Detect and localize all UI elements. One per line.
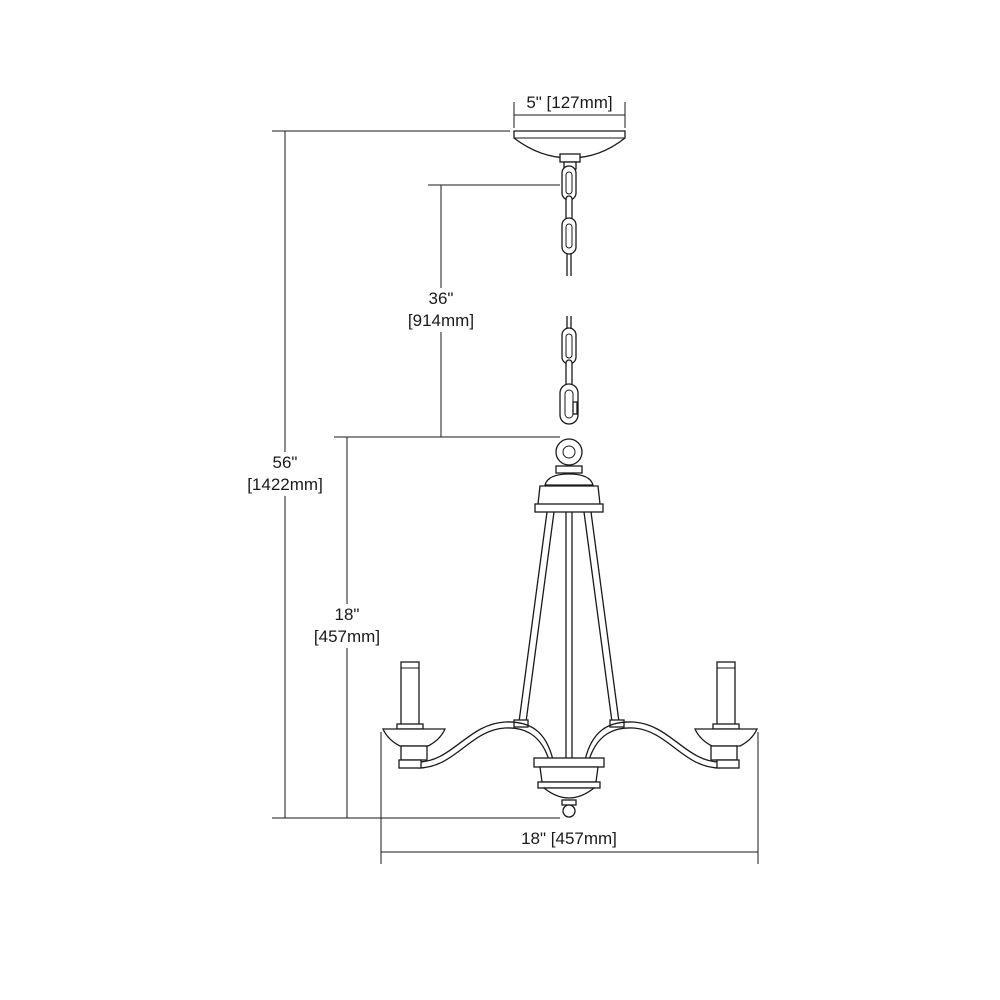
- canopy-width-text: 5" [127mm]: [526, 93, 613, 112]
- dimension-lines: [272, 102, 759, 864]
- chain-length-metric: [914mm]: [407, 311, 475, 330]
- chain-length-imperial: 36": [428, 289, 454, 308]
- canopy-width-label: 5" [127mm]: [514, 92, 625, 114]
- chain-length-label: 36" [914mm]: [396, 288, 486, 332]
- canopy: [513, 130, 626, 170]
- overall-height-metric: [1422mm]: [247, 475, 323, 494]
- left-candle-cup: [381, 661, 447, 769]
- fixture-center-body: [533, 757, 605, 818]
- fixture-height-imperial: 18": [334, 605, 360, 624]
- fixture-stems: [513, 511, 625, 758]
- fixture-height-label: 18" [457mm]: [302, 604, 392, 648]
- fixture-width-label: 18" [457mm]: [494, 828, 644, 850]
- right-candle-cup: [693, 661, 759, 769]
- upper-chain: [561, 165, 577, 276]
- lower-chain: [559, 316, 579, 425]
- fixture-height-metric: [457mm]: [313, 627, 381, 646]
- overall-height-label: 56" [1422mm]: [233, 452, 337, 496]
- fixture-top-cap: [534, 438, 604, 513]
- fixture-arms: [417, 721, 721, 769]
- overall-height-imperial: 56": [272, 453, 298, 472]
- fixture-width-text: 18" [457mm]: [521, 829, 617, 848]
